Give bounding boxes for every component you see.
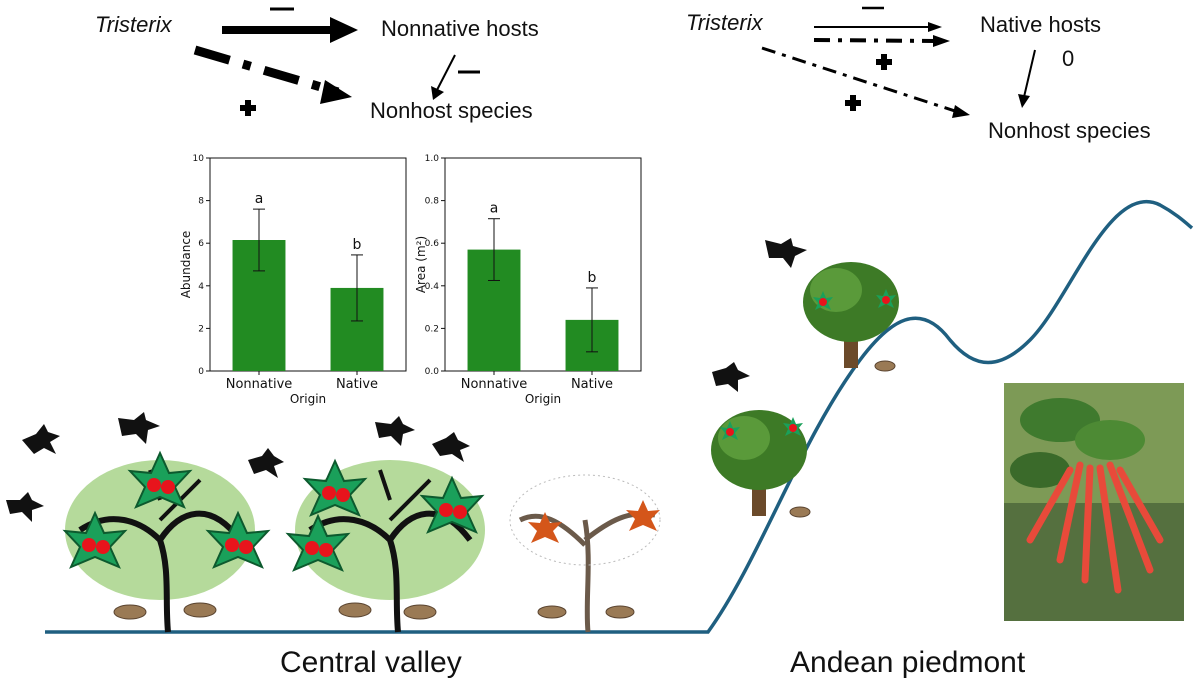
y-tick-label: 0.8 <box>425 197 440 207</box>
arrowhead-native-nonhost <box>1018 94 1030 108</box>
bird-icons <box>6 238 807 522</box>
bird-icon <box>118 412 160 444</box>
bird-icon <box>375 416 415 446</box>
significance-letter: a <box>255 191 264 207</box>
y-axis-label: Abundance <box>179 231 193 299</box>
y-tick-label: 0.4 <box>425 282 440 292</box>
x-tick-label: Nonnative <box>461 377 528 392</box>
right-tristerix-label: Tristerix <box>686 10 763 35</box>
native-tree-lower <box>711 410 807 516</box>
x-tick-label: Native <box>336 377 378 392</box>
arrowhead-tristerix-nonnative <box>330 17 358 43</box>
plus-right-bottom <box>845 95 861 111</box>
native-tree-upper <box>803 262 899 368</box>
arrow-nonnative-nonhost <box>436 54 456 91</box>
dead-mistletoe-clumps <box>528 500 660 543</box>
significance-letter: b <box>588 270 597 286</box>
arrowhead-tristerix-nonhost-right <box>952 105 970 118</box>
bird-icon <box>248 448 284 478</box>
arrowhead-tristerix-native-dashed <box>933 35 950 47</box>
x-axis-label: Origin <box>290 392 326 406</box>
arrowhead-tristerix-native-solid <box>928 22 942 32</box>
y-tick-label: 0.6 <box>425 239 440 249</box>
plus-right-top <box>876 54 892 70</box>
left-nonnative-hosts-label: Nonnative hosts <box>381 16 539 41</box>
bird-icon <box>22 424 60 454</box>
x-tick-label: Native <box>571 377 613 392</box>
y-tick-label: 4 <box>198 282 204 292</box>
bird-icon <box>765 238 807 268</box>
leaf-litter <box>113 360 896 620</box>
tristerix-flower-photo <box>1004 383 1184 621</box>
plus-left <box>240 100 256 116</box>
bird-icon <box>6 492 44 522</box>
significance-letter: a <box>490 201 499 217</box>
significance-letter: b <box>353 237 362 253</box>
region-central-valley: Central valley <box>280 646 462 679</box>
arrow-native-nonhost <box>1023 49 1036 98</box>
chart-frame <box>444 157 642 372</box>
y-axis-label: Area (m²) <box>414 236 428 293</box>
mistletoe-clumps <box>62 450 485 572</box>
arrowhead-tristerix-nonhost-left <box>320 80 352 104</box>
y-tick-label: 1.0 <box>425 154 440 164</box>
arrow-tristerix-nonhost-left <box>193 45 340 97</box>
y-tick-label: 0 <box>198 367 204 377</box>
region-andean-piedmont: Andean piedmont <box>790 646 1026 679</box>
right-nonhost-species-label: Nonhost species <box>988 118 1151 143</box>
chart-frame <box>209 157 407 372</box>
bird-icon <box>432 432 470 462</box>
y-tick-label: 0.0 <box>425 367 440 377</box>
bird-icon <box>712 362 750 392</box>
y-tick-label: 2 <box>198 324 204 334</box>
x-axis-label: Origin <box>525 392 561 406</box>
y-tick-label: 6 <box>198 239 204 249</box>
arrow-tristerix-native-dashed <box>813 38 936 43</box>
arrowhead-nonnative-nonhost <box>431 86 444 100</box>
x-tick-label: Nonnative <box>226 377 293 392</box>
y-tick-label: 0.2 <box>425 324 439 334</box>
right-zero-effect-label: 0 <box>1062 46 1075 71</box>
y-tick-label: 10 <box>193 154 205 164</box>
right-native-hosts-label: Native hosts <box>980 12 1102 37</box>
left-nonhost-species-label: Nonhost species <box>370 98 533 123</box>
left-tristerix-label: Tristerix <box>95 12 172 37</box>
y-tick-label: 8 <box>198 197 204 207</box>
arrow-tristerix-nonhost-right <box>761 46 959 114</box>
